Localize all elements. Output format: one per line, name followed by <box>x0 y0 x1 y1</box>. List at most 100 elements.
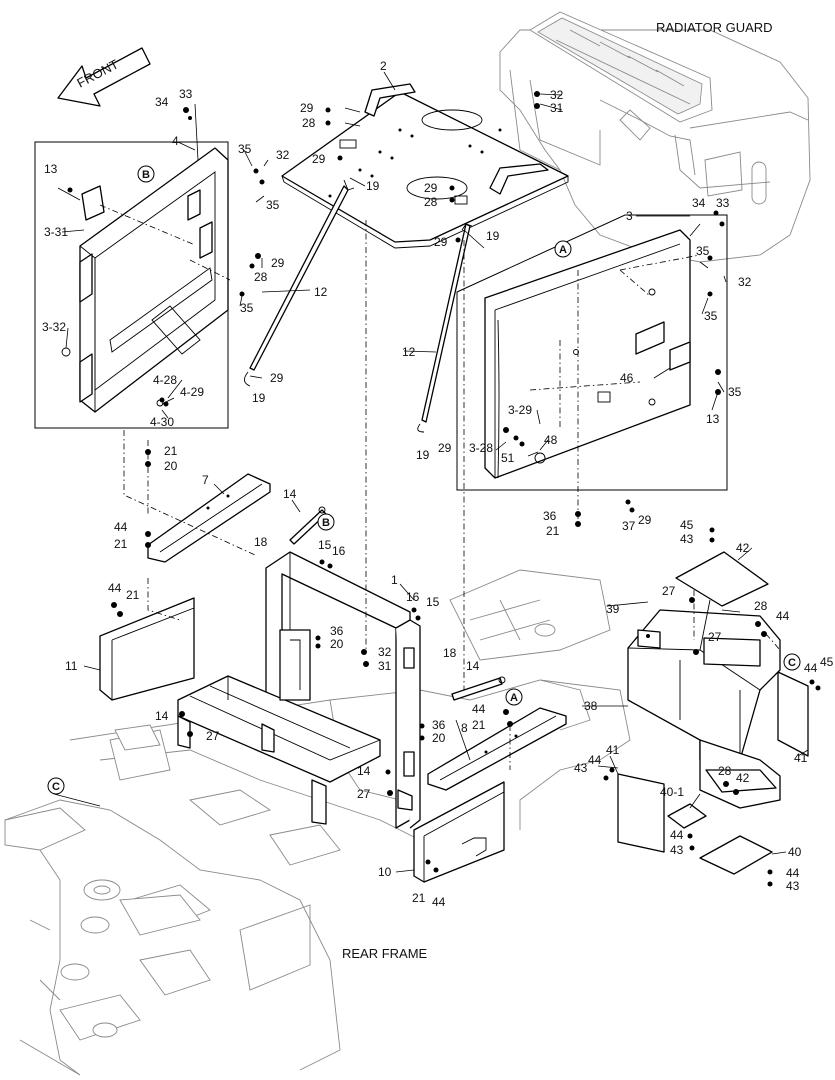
plate-part-41 <box>699 835 773 875</box>
part-label: 3-29 <box>508 403 532 417</box>
part-label: 14 <box>466 659 480 673</box>
part-label: 43 <box>680 532 694 546</box>
part-label: 27 <box>708 630 722 644</box>
part-label: 12 <box>402 345 416 359</box>
part-label: 18 <box>443 646 457 660</box>
bracket-part-8 <box>427 707 567 791</box>
callout-circle-c-2: C <box>783 653 801 671</box>
part-labels: 2 29 28 29 19 29 28 29 19 32 31 4 33 34 … <box>42 59 834 909</box>
part-label: 32 <box>550 88 564 102</box>
part-label: 16 <box>406 590 420 604</box>
part-label: 32 <box>378 645 392 659</box>
plate-part-43-right <box>777 671 809 757</box>
part-label: 44 <box>432 895 446 909</box>
center-lines <box>123 220 781 770</box>
part-label: 29 <box>271 256 285 270</box>
part-label: 29 <box>300 101 314 115</box>
part-label: 4 <box>172 134 179 148</box>
part-label: 32 <box>276 148 290 162</box>
part-label: 39 <box>606 602 620 616</box>
part-label: 44 <box>108 581 122 595</box>
part-label: 16 <box>332 544 346 558</box>
part-label: 29 <box>434 235 448 249</box>
part-label: 28 <box>424 195 438 209</box>
part-label: 31 <box>378 659 392 673</box>
plate-part-42 <box>667 803 707 829</box>
part-label: 35 <box>240 301 254 315</box>
part-label: 41 <box>606 743 620 757</box>
part-label: 29 <box>638 513 652 527</box>
part-label: 45 <box>680 518 694 532</box>
part-label: 34 <box>692 196 706 210</box>
part-label: 4-28 <box>153 373 177 387</box>
part-label: 38 <box>584 699 598 713</box>
part-label: 44 <box>776 609 790 623</box>
part-label: 21 <box>164 444 178 458</box>
rear-frame-drawing <box>4 569 631 1076</box>
part-label: 41 <box>794 751 808 765</box>
part-label: 35 <box>266 198 280 212</box>
part-label: 21 <box>412 891 426 905</box>
part-label: 44 <box>588 753 602 767</box>
part-label: 44 <box>472 702 486 716</box>
svg-text:A: A <box>510 692 518 704</box>
part-label: 27 <box>357 787 371 801</box>
part-label: 3-28 <box>469 441 493 455</box>
part-label: 15 <box>426 595 440 609</box>
part-label: 20 <box>164 459 178 473</box>
box-part-40 <box>627 599 781 809</box>
part-label: 37 <box>622 519 636 533</box>
part-label: 19 <box>486 229 500 243</box>
part-label: 19 <box>366 179 380 193</box>
part-label: 42 <box>736 541 750 555</box>
part-label: 8 <box>461 721 468 735</box>
part-label: 51 <box>501 451 515 465</box>
part-label: 4-30 <box>150 415 174 429</box>
part-label: 28 <box>754 599 768 613</box>
part-label: 21 <box>472 718 486 732</box>
part-label: 28 <box>254 270 268 284</box>
part-label: 10 <box>378 865 392 879</box>
part-label: 15 <box>318 538 332 552</box>
panel-part-10 <box>413 781 505 883</box>
part-label: 35 <box>704 309 718 323</box>
panel-part-11 <box>99 597 195 701</box>
part-label: 14 <box>283 487 297 501</box>
part-label: 2 <box>380 59 387 73</box>
part-label: 13 <box>706 412 720 426</box>
part-label: 28 <box>302 116 316 130</box>
rod-part-12 <box>244 179 473 433</box>
part-label: 3 <box>626 209 633 223</box>
callout-circle-c: C <box>47 777 65 795</box>
top-cover-part-2 <box>281 83 569 249</box>
part-label: 21 <box>546 524 560 538</box>
svg-text:B: B <box>142 169 150 181</box>
part-label: 36 <box>330 624 344 638</box>
callout-circle-a-2: A <box>505 688 523 706</box>
left-door-part-4 <box>34 141 231 429</box>
part-label: 27 <box>206 729 220 743</box>
callout-circle-b-2: B <box>317 513 335 531</box>
part-label: 19 <box>252 391 266 405</box>
part-label: 36 <box>543 509 557 523</box>
front-arrow: FRONT <box>57 47 151 107</box>
part-label: 3-31 <box>44 225 68 239</box>
part-label: 18 <box>254 535 268 549</box>
part-label: 34 <box>155 95 169 109</box>
part-label: 20 <box>330 637 344 651</box>
part-label: 33 <box>716 196 730 210</box>
svg-text:C: C <box>788 657 796 669</box>
part-label: 35 <box>728 385 742 399</box>
plate-part-43-left <box>617 773 665 853</box>
svg-text:B: B <box>322 517 330 529</box>
part-label: 43 <box>786 879 800 893</box>
part-label: 40 <box>788 845 802 859</box>
part-label: 14 <box>357 764 371 778</box>
part-label: 44 <box>114 520 128 534</box>
part-label: 28 <box>718 764 732 778</box>
fasteners <box>67 91 821 887</box>
part-label: 21 <box>126 588 140 602</box>
part-label: 42 <box>736 771 750 785</box>
part-label: 46 <box>620 371 634 385</box>
